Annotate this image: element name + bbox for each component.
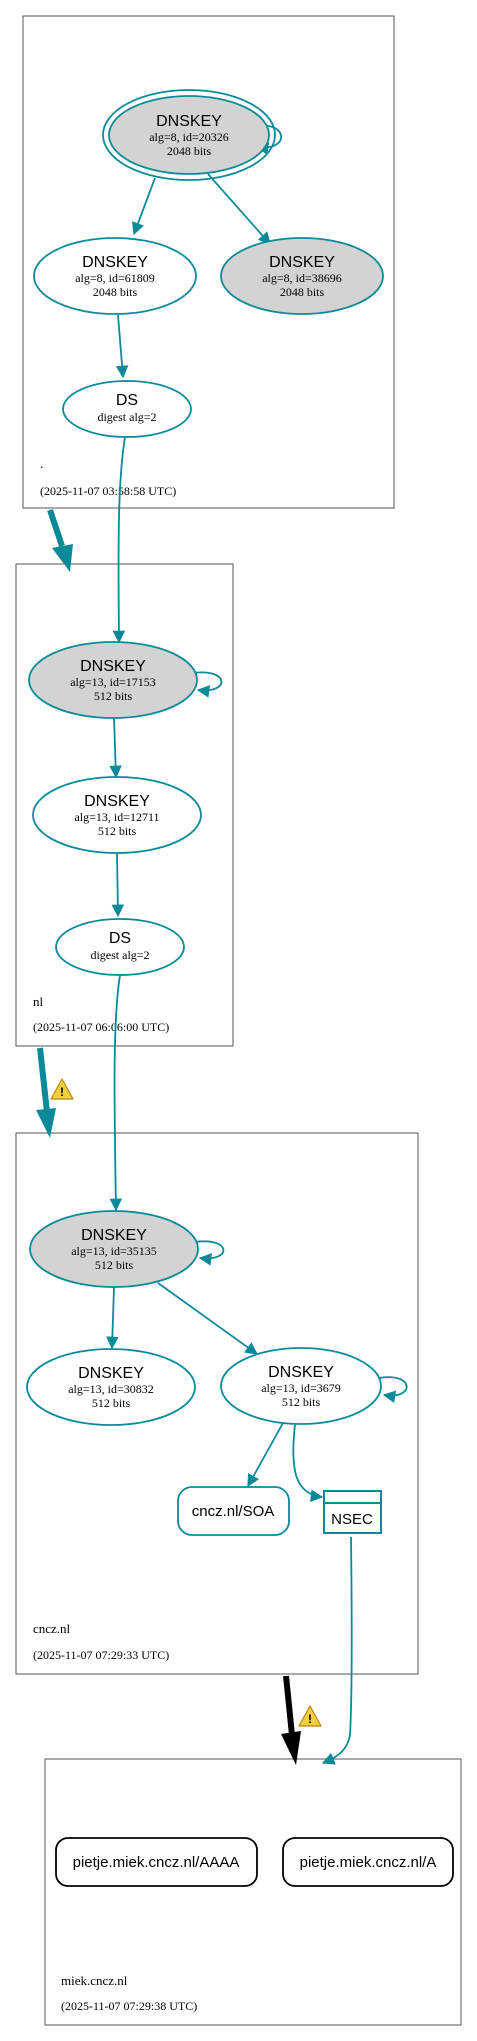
node-detail: 512 bits: [95, 1258, 134, 1272]
edge-cncz-ksk-to-zsk: [157, 1282, 259, 1355]
node-detail: digest alg=2: [97, 410, 156, 424]
node-title: cncz.nl/SOA: [192, 1503, 275, 1520]
node-detail: 2048 bits: [167, 144, 212, 158]
node-detail: digest alg=2: [90, 948, 149, 962]
node-title: NSEC: [331, 1511, 373, 1528]
node-detail: alg=8, id=61809: [75, 271, 155, 285]
node-detail: 512 bits: [94, 689, 133, 703]
node-detail: alg=8, id=38696: [262, 271, 342, 285]
edge-cncz-zsk-to-soa: [247, 1422, 284, 1488]
node-title: pietje.miek.cncz.nl/A: [300, 1854, 437, 1871]
self-loop-cncz-zsk: [378, 1376, 408, 1404]
zone-timestamp-cncz: (2025-11-07 07:29:33 UTC): [33, 1648, 169, 1662]
node-cncz-ksk[interactable]: DNSKEY alg=13, id=35135 512 bits: [29, 1210, 199, 1288]
zone-box-miek: [44, 1758, 462, 2026]
node-root-key2[interactable]: DNSKEY alg=8, id=38696 2048 bits: [220, 237, 384, 315]
edge-root-ds-to-nl-ksk: [112, 436, 126, 644]
node-detail: 512 bits: [98, 824, 137, 838]
node-title: DNSKEY: [80, 658, 146, 675]
edge-nl-zsk-to-ds: [111, 852, 125, 918]
node-nl-ksk[interactable]: DNSKEY alg=13, id=17153 512 bits: [28, 641, 198, 719]
edge-nsec-to-miek: [321, 1536, 353, 1765]
zone-timestamp-nl: (2025-11-07 06:06:00 UTC): [33, 1020, 169, 1034]
node-root-ksk[interactable]: DNSKEY alg=8, id=20326 2048 bits: [102, 89, 276, 181]
node-detail: 512 bits: [92, 1396, 131, 1410]
svg-text:!: !: [308, 1712, 312, 1726]
zone-box-nl: [15, 563, 234, 1047]
node-detail: 2048 bits: [93, 285, 138, 299]
zone-name-nl: nl: [33, 994, 44, 1009]
node-title: DS: [109, 930, 131, 947]
node-detail: alg=13, id=35135: [71, 1244, 157, 1258]
delegation-arrow-cncz-miek: [281, 1675, 301, 1765]
node-detail: alg=13, id=30832: [68, 1382, 154, 1396]
self-loop-nl-ksk: [192, 671, 223, 698]
node-detail: alg=13, id=17153: [70, 675, 156, 689]
node-cncz-nsec[interactable]: NSEC: [323, 1490, 382, 1534]
zone-timestamp-root: (2025-11-07 03:58:58 UTC): [40, 484, 176, 498]
node-title: DNSKEY: [82, 254, 148, 271]
node-miek-aaaa[interactable]: pietje.miek.cncz.nl/AAAA: [55, 1837, 258, 1887]
zone-box-root: [22, 15, 395, 509]
edge-root-zsk-to-ds: [115, 314, 129, 379]
edge-nl-ds-to-cncz-ksk: [109, 974, 123, 1212]
node-detail: 512 bits: [282, 1395, 321, 1409]
zone-name-miek: miek.cncz.nl: [61, 1973, 128, 1988]
node-nl-zsk[interactable]: DNSKEY alg=13, id=12711 512 bits: [32, 776, 202, 854]
edge-nl-ksk-to-zsk: [109, 716, 122, 779]
node-root-ds[interactable]: DS digest alg=2: [62, 380, 192, 438]
node-title: DNSKEY: [269, 254, 335, 271]
edge-root-ksk-to-zsk: [132, 177, 156, 236]
edge-cncz-ksk-to-key2: [106, 1286, 119, 1350]
node-title: DNSKEY: [156, 113, 222, 130]
zone-name-root: .: [40, 456, 43, 471]
node-detail: 2048 bits: [280, 285, 325, 299]
zone-box-cncz: [15, 1132, 419, 1675]
node-detail: alg=8, id=20326: [149, 130, 229, 144]
zone-name-cncz: cncz.nl: [33, 1621, 71, 1636]
warning-icon: !: [50, 1078, 74, 1100]
node-detail: alg=13, id=3679: [261, 1381, 341, 1395]
node-title: DNSKEY: [268, 1364, 334, 1381]
svg-text:!: !: [60, 1085, 64, 1099]
node-title: DS: [116, 392, 138, 409]
warning-icon: !: [298, 1705, 322, 1727]
self-loop-cncz-ksk: [194, 1240, 225, 1266]
node-title: DNSKEY: [81, 1227, 147, 1244]
node-miek-a[interactable]: pietje.miek.cncz.nl/A: [282, 1837, 454, 1887]
node-cncz-soa[interactable]: cncz.nl/SOA: [177, 1486, 290, 1536]
edge-cncz-zsk-to-nsec: [292, 1423, 324, 1502]
zone-timestamp-miek: (2025-11-07 07:29:38 UTC): [61, 1999, 197, 2013]
delegation-arrow-root-nl: [47, 509, 73, 572]
node-cncz-zsk[interactable]: DNSKEY alg=13, id=3679 512 bits: [220, 1347, 382, 1425]
node-nl-ds[interactable]: DS digest alg=2: [55, 918, 185, 976]
node-cncz-key2[interactable]: DNSKEY alg=13, id=30832 512 bits: [26, 1348, 196, 1426]
node-title: DNSKEY: [78, 1365, 144, 1382]
node-title: pietje.miek.cncz.nl/AAAA: [73, 1854, 240, 1871]
node-title: DNSKEY: [84, 793, 150, 810]
node-detail: alg=13, id=12711: [74, 810, 159, 824]
delegation-arrow-nl-cncz: [36, 1047, 56, 1138]
node-root-zsk[interactable]: DNSKEY alg=8, id=61809 2048 bits: [33, 237, 197, 315]
edge-root-ksk-to-key2: [207, 173, 271, 245]
